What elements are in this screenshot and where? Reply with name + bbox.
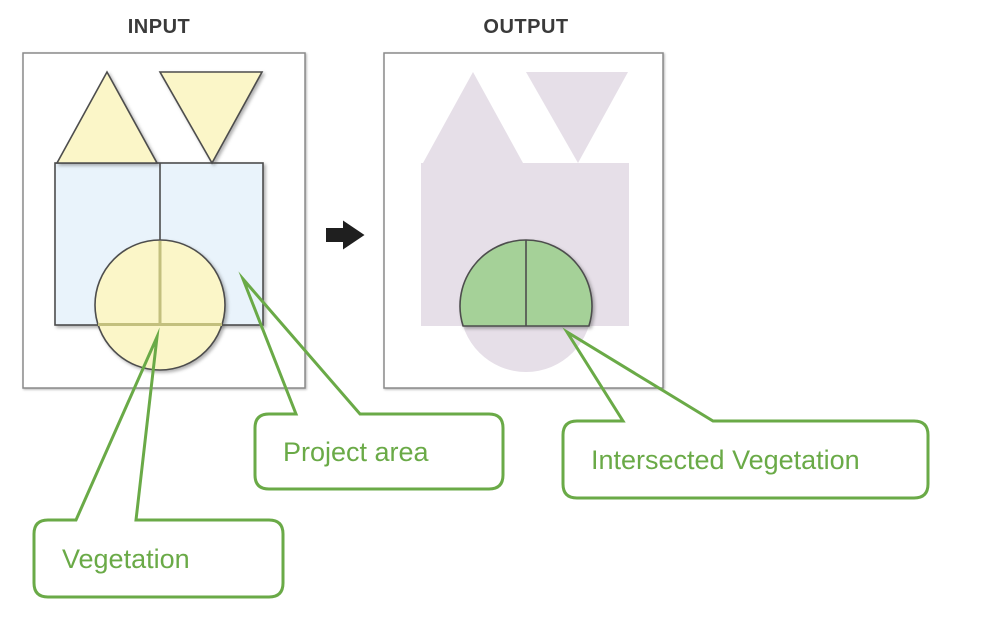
intersected-vegetation-shape [459,239,593,327]
input-shapes [54,70,264,371]
callout-vegetation: Vegetation [32,327,285,599]
callout-intersected-vegetation-label: Intersected Vegetation [591,445,860,475]
input-panel-title: INPUT [128,16,191,38]
callout-project-area-outline [238,271,505,491]
callout-project-area: Project area [238,271,505,491]
callout-intersected-vegetation-outline [561,327,930,500]
callout-vegetation-outline [32,327,285,599]
silhouette-triangle-down [526,72,628,163]
output-panel-title: OUTPUT [483,16,568,38]
callout-project-area-label: Project area [283,437,430,467]
callout-vegetation-label: Vegetation [62,544,190,574]
silhouette-triangle-up [423,72,523,163]
callout-intersected-vegetation: Intersected Vegetation [561,327,930,500]
vegetation-triangle-down [158,71,264,165]
right-arrow-icon [326,220,365,250]
vegetation-triangle-up [55,70,159,164]
